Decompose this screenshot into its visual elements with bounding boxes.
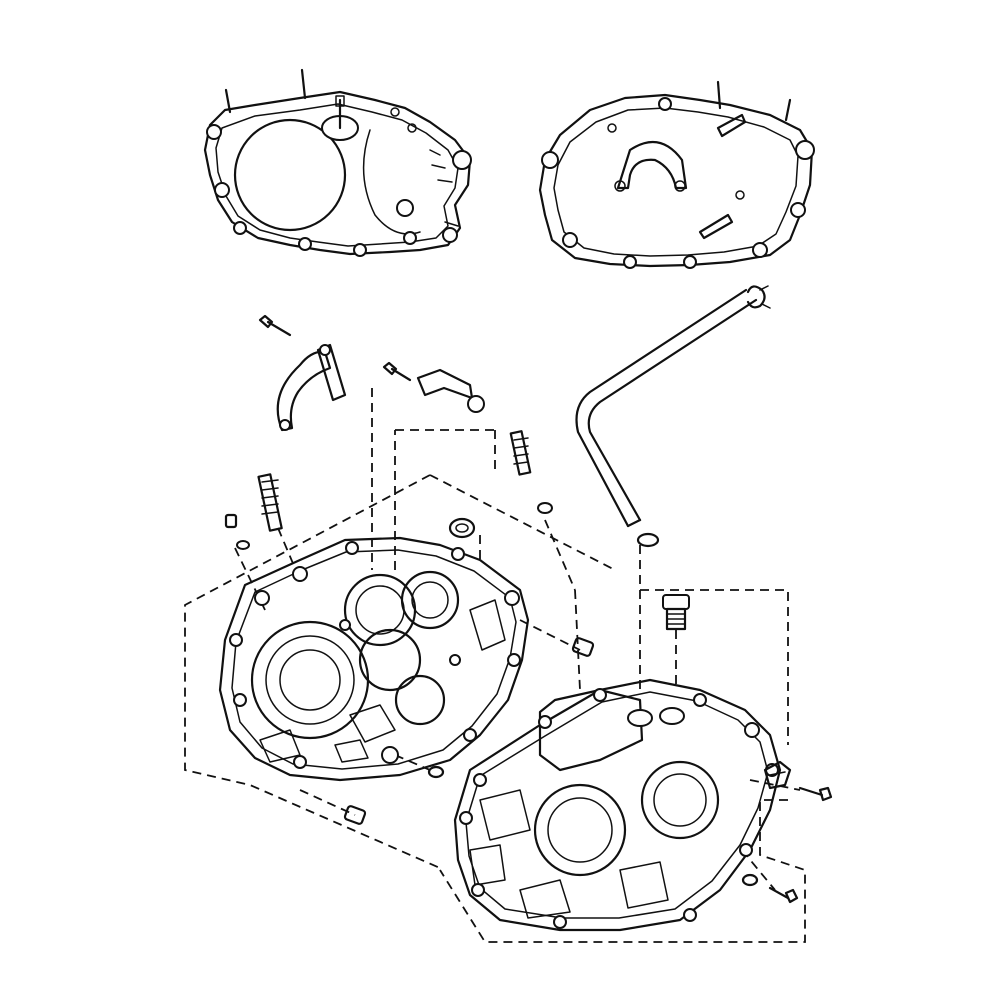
dowel-pin	[343, 805, 367, 825]
breather-hose	[575, 288, 758, 528]
bolt	[798, 786, 833, 802]
crank-bearing-bore	[250, 620, 370, 740]
oil-strainer	[662, 594, 690, 631]
dowel-pin	[224, 513, 250, 550]
bracket-tab-part	[416, 368, 485, 413]
stud-bolt-long	[257, 473, 283, 532]
cover-left-main-bore	[233, 118, 347, 232]
crankcase-right-half	[453, 678, 782, 932]
dowel-pin	[537, 502, 553, 514]
bolt	[768, 886, 799, 904]
o-ring	[636, 532, 660, 548]
hose-clamp	[746, 285, 771, 309]
assembly-guide-lines	[184, 388, 806, 943]
washer	[427, 765, 445, 779]
oil-seal	[448, 517, 476, 539]
bolt	[258, 314, 292, 337]
retaining-bracket	[276, 343, 347, 432]
crankcase-left-half	[218, 536, 530, 782]
washer	[741, 873, 759, 887]
stud-bolt-short	[509, 430, 532, 476]
dowel-pin	[571, 637, 595, 657]
main-bearing-bore	[533, 783, 627, 877]
cylinder-mount-deck	[538, 688, 644, 772]
hose-clamp	[763, 760, 792, 790]
cover-right-arc-bracket	[616, 140, 688, 190]
crankcase-cover-right	[538, 80, 815, 269]
bolt	[382, 361, 412, 382]
crankcase-cover-left	[203, 68, 472, 257]
